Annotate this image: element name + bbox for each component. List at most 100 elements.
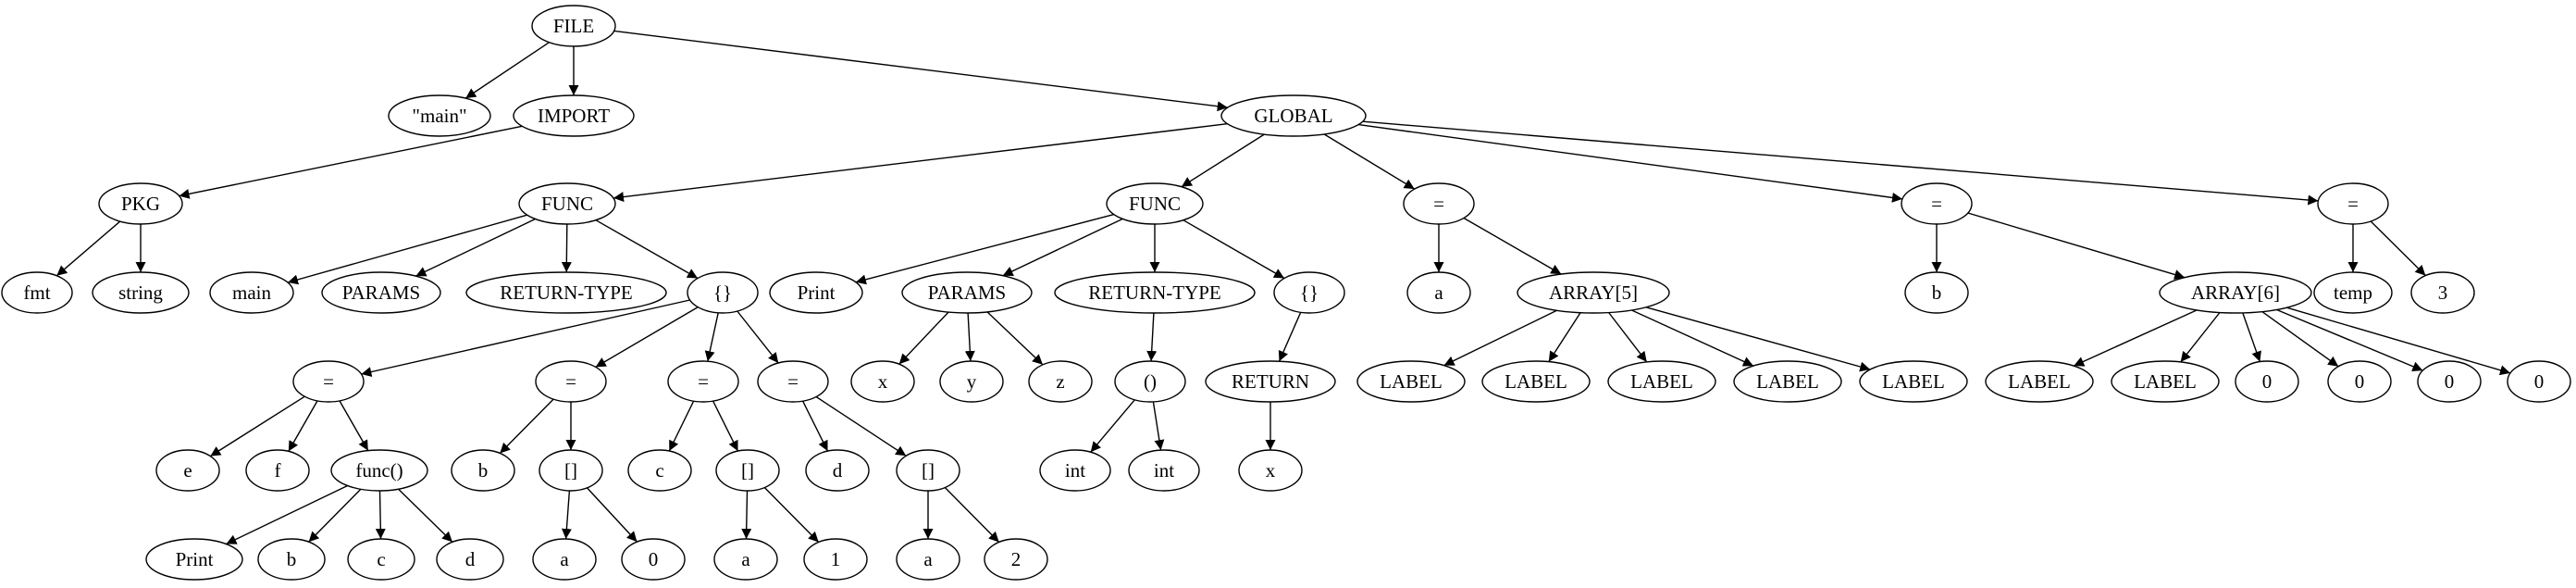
node-label: LABEL bbox=[1380, 370, 1443, 393]
node-func2-y: y bbox=[939, 360, 1004, 403]
node-ellipse bbox=[257, 538, 326, 581]
node-ellipse bbox=[451, 449, 515, 492]
node-pkg: PKG bbox=[98, 182, 183, 225]
node-label: a bbox=[741, 548, 750, 570]
edge-global-to-func2 bbox=[1181, 133, 1265, 188]
node-call-c: c bbox=[347, 538, 415, 581]
edge-as1-call-to-call-b bbox=[308, 488, 362, 543]
node-ellipse bbox=[532, 538, 597, 581]
node-func1-name: main bbox=[209, 271, 294, 314]
node-as2: = bbox=[535, 360, 607, 403]
node-label: {} bbox=[1300, 281, 1319, 304]
node-ellipse bbox=[1403, 182, 1475, 225]
node-label: Print bbox=[176, 548, 214, 570]
node-ellipse bbox=[850, 360, 915, 403]
node-ellipse bbox=[436, 538, 504, 581]
edge-global-to-g-as-a bbox=[1323, 133, 1416, 190]
node-label: b bbox=[1932, 281, 1942, 304]
edge-func1-to-func1-name bbox=[287, 214, 527, 285]
node-arr5-l1: LABEL bbox=[1356, 360, 1466, 403]
node-label: () bbox=[1144, 370, 1157, 393]
node-label: RETURN-TYPE bbox=[500, 281, 633, 304]
node-ellipse bbox=[513, 94, 635, 137]
node-g-b: b bbox=[1904, 271, 1969, 314]
node-label: a bbox=[923, 548, 933, 570]
node-fmt: fmt bbox=[1, 271, 73, 314]
node-ellipse bbox=[1054, 271, 1256, 314]
node-ellipse bbox=[805, 449, 870, 492]
node-label: int bbox=[1154, 459, 1174, 482]
node-ellipse bbox=[1114, 360, 1186, 403]
node-label: 3 bbox=[2438, 281, 2448, 304]
node-ellipse bbox=[1985, 360, 2094, 403]
edge-as1-call-to-call-d bbox=[398, 488, 453, 543]
edge-as3-to-as3-c bbox=[668, 400, 695, 452]
node-label: PKG bbox=[121, 193, 160, 215]
edge-arr6-to-arr6-z2 bbox=[2261, 311, 2339, 368]
node-as1: = bbox=[292, 360, 365, 403]
edge-as2-to-as2-b bbox=[499, 398, 554, 454]
node-ellipse bbox=[1205, 360, 1336, 403]
edge-as4-to-as4-d bbox=[801, 400, 829, 452]
node-ellipse bbox=[627, 449, 692, 492]
tree-edges bbox=[56, 30, 2511, 545]
node-label: = bbox=[698, 370, 709, 393]
node-label: 2 bbox=[1011, 548, 1022, 570]
node-func1-block: {} bbox=[687, 271, 759, 314]
edge-g-as-temp-to-g-3 bbox=[2370, 220, 2426, 277]
node-label: z bbox=[1056, 370, 1064, 393]
node-arr5-l4: LABEL bbox=[1733, 360, 1842, 403]
node-as1-e: e bbox=[155, 449, 220, 492]
edge-func2-params-to-func2-y bbox=[964, 312, 975, 362]
edge-as1-to-as1-call bbox=[339, 400, 369, 451]
node-as4-idx: [] bbox=[896, 449, 960, 492]
edge-func2-rettype-to-func2-tuple bbox=[1146, 312, 1158, 362]
edge-arr6-to-arr6-z1 bbox=[2242, 312, 2261, 362]
edge-func1-block-to-as3 bbox=[704, 312, 719, 362]
node-arr6-l2: LABEL bbox=[2111, 360, 2220, 403]
edge-func2-params-to-func2-x bbox=[898, 311, 949, 365]
node-as2-a: a bbox=[532, 538, 597, 581]
node-ellipse bbox=[539, 449, 603, 492]
edge-arr5-to-arr5-l5 bbox=[1645, 307, 1871, 372]
edge-func2-params-to-func2-z bbox=[986, 311, 1044, 366]
edge-func2-block-to-func2-return bbox=[1278, 312, 1302, 362]
edge-arr5-to-arr5-l4 bbox=[1631, 309, 1754, 367]
node-ellipse bbox=[757, 360, 829, 403]
node-ellipse bbox=[2417, 360, 2482, 403]
node-ellipse bbox=[2111, 360, 2220, 403]
edge-func2-tuple-to-func2-int1 bbox=[1090, 399, 1135, 453]
node-ellipse bbox=[245, 449, 310, 492]
node-ellipse bbox=[1406, 271, 1471, 314]
node-ellipse bbox=[1220, 94, 1367, 137]
edge-arr6-to-arr6-l1 bbox=[2073, 309, 2198, 367]
edge-func1-block-to-as2 bbox=[595, 306, 699, 369]
node-ellipse bbox=[901, 271, 1033, 314]
node-func2-ret-x: x bbox=[1238, 449, 1303, 492]
edge-import-to-pkg bbox=[179, 125, 523, 199]
node-label: RETURN bbox=[1232, 370, 1309, 393]
node-file: FILE bbox=[531, 5, 616, 47]
node-as3-1: 1 bbox=[803, 538, 868, 581]
edge-func1-to-func1-block bbox=[595, 219, 699, 280]
node-as4-2: 2 bbox=[984, 538, 1048, 581]
node-label: d bbox=[465, 548, 476, 570]
node-label: int bbox=[1065, 459, 1085, 482]
node-label: b bbox=[287, 548, 297, 570]
node-label: [] bbox=[564, 459, 577, 482]
node-label: = bbox=[1433, 193, 1444, 215]
node-label: FILE bbox=[553, 15, 594, 37]
node-ellipse bbox=[939, 360, 1004, 403]
node-ellipse bbox=[518, 182, 616, 225]
node-label: fmt bbox=[23, 281, 50, 304]
node-label: PARAMS bbox=[342, 281, 420, 304]
node-label: ARRAY[6] bbox=[2191, 281, 2280, 304]
edge-g-as-b-to-arr6 bbox=[1967, 212, 2186, 280]
node-ellipse bbox=[2327, 360, 2392, 403]
node-label: a bbox=[1434, 281, 1443, 304]
node-ellipse bbox=[1733, 360, 1842, 403]
node-label: = bbox=[1931, 193, 1942, 215]
edge-as1-to-as1-f bbox=[288, 400, 318, 452]
node-ellipse bbox=[621, 538, 686, 581]
node-ellipse bbox=[145, 538, 243, 581]
